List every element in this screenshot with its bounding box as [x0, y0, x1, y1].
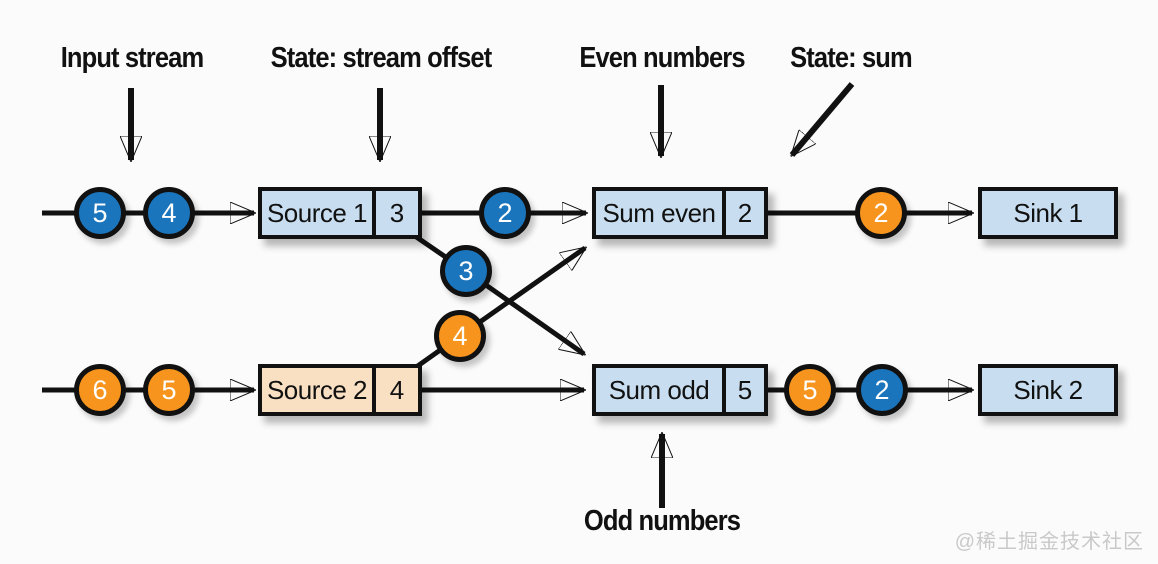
token-sumodd-out-2: 2 — [856, 364, 908, 416]
label-odd-numbers: Odd numbers — [583, 505, 741, 537]
token-input1-4: 4 — [143, 187, 195, 239]
sum-even-state: 2 — [722, 191, 764, 235]
token-cross-even-4: 4 — [434, 310, 486, 362]
label-even-numbers: Even numbers — [579, 42, 745, 74]
sink1-node: Sink 1 — [978, 187, 1118, 239]
label-input-stream: Input stream — [60, 42, 204, 74]
source2-node: Source 2 4 — [258, 364, 422, 416]
sum-even-node: Sum even 2 — [592, 187, 768, 239]
sum-odd-label: Sum odd — [608, 374, 710, 405]
source1-node: Source 1 3 — [258, 187, 422, 239]
token-sumeven-out-2: 2 — [855, 187, 907, 239]
source2-state: 4 — [372, 368, 418, 412]
source1-label: Source 1 — [266, 197, 368, 228]
sink1-label: Sink 1 — [1013, 197, 1083, 228]
token-cross-odd-3: 3 — [440, 245, 492, 297]
sum-even-label: Sum even — [602, 197, 716, 228]
label-state-sum: State: sum — [790, 42, 913, 74]
token-sumodd-out-5: 5 — [784, 364, 836, 416]
token-input2-5: 5 — [143, 364, 195, 416]
label-state-stream-offset: State: stream offset — [270, 42, 493, 74]
source2-label: Source 2 — [266, 374, 368, 405]
token-source1-out-2: 2 — [479, 187, 531, 239]
arrow-state-sum — [789, 82, 855, 155]
token-input2-6: 6 — [74, 364, 126, 416]
sum-odd-state: 5 — [722, 368, 764, 412]
token-input1-5: 5 — [74, 187, 126, 239]
watermark-text: @稀土掘金技术社区 — [954, 531, 1144, 553]
sum-odd-node: Sum odd 5 — [592, 364, 768, 416]
sink2-label: Sink 2 — [1013, 374, 1083, 405]
source1-state: 3 — [372, 191, 418, 235]
sink2-node: Sink 2 — [978, 364, 1118, 416]
